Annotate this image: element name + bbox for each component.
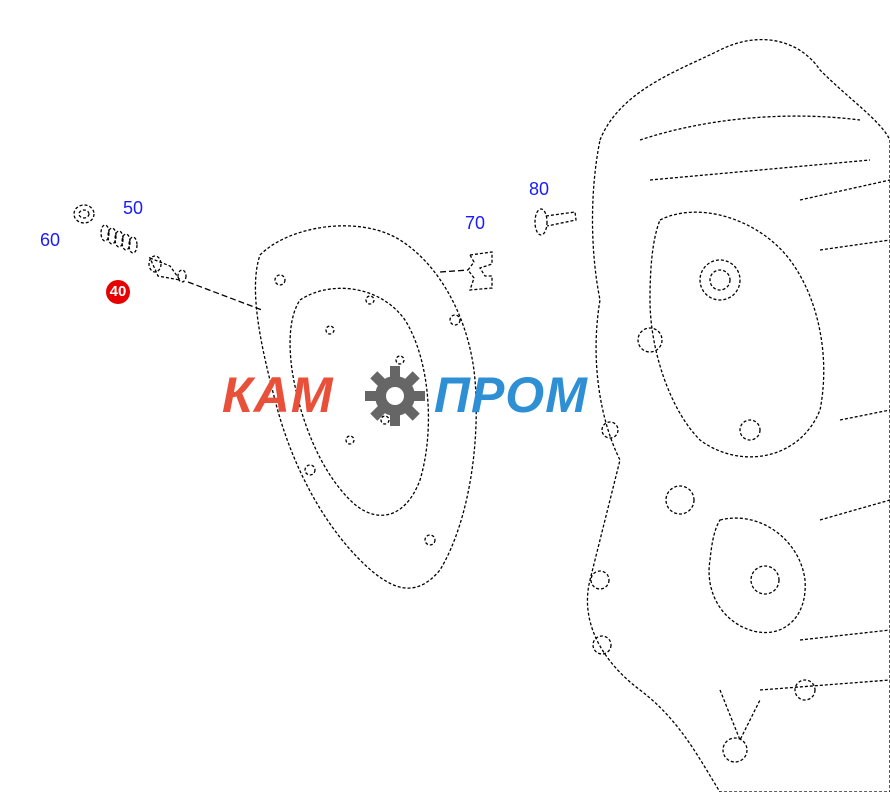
logo-right-word: ПРОМ — [434, 367, 588, 423]
kamprom-logo: КАМ ПРОМ — [222, 362, 612, 428]
bolt-part — [534, 208, 577, 236]
callout-70[interactable]: 70 — [465, 213, 486, 233]
plug-part — [148, 255, 187, 283]
housing-part — [586, 38, 890, 792]
callout-60[interactable]: 60 — [40, 230, 61, 250]
callout-80[interactable]: 80 — [529, 179, 550, 199]
gear-icon — [365, 366, 425, 426]
assembly-line-plug — [187, 281, 263, 311]
spring-part — [100, 224, 138, 254]
callout-50[interactable]: 50 — [123, 198, 144, 218]
callout-40-highlighted[interactable]: 40 — [106, 280, 130, 304]
logo-left-word: КАМ — [222, 367, 334, 423]
assembly-line-bracket — [439, 269, 469, 273]
nut-part — [73, 204, 95, 224]
cover-plate-part — [254, 225, 477, 589]
bracket-part — [467, 251, 493, 291]
